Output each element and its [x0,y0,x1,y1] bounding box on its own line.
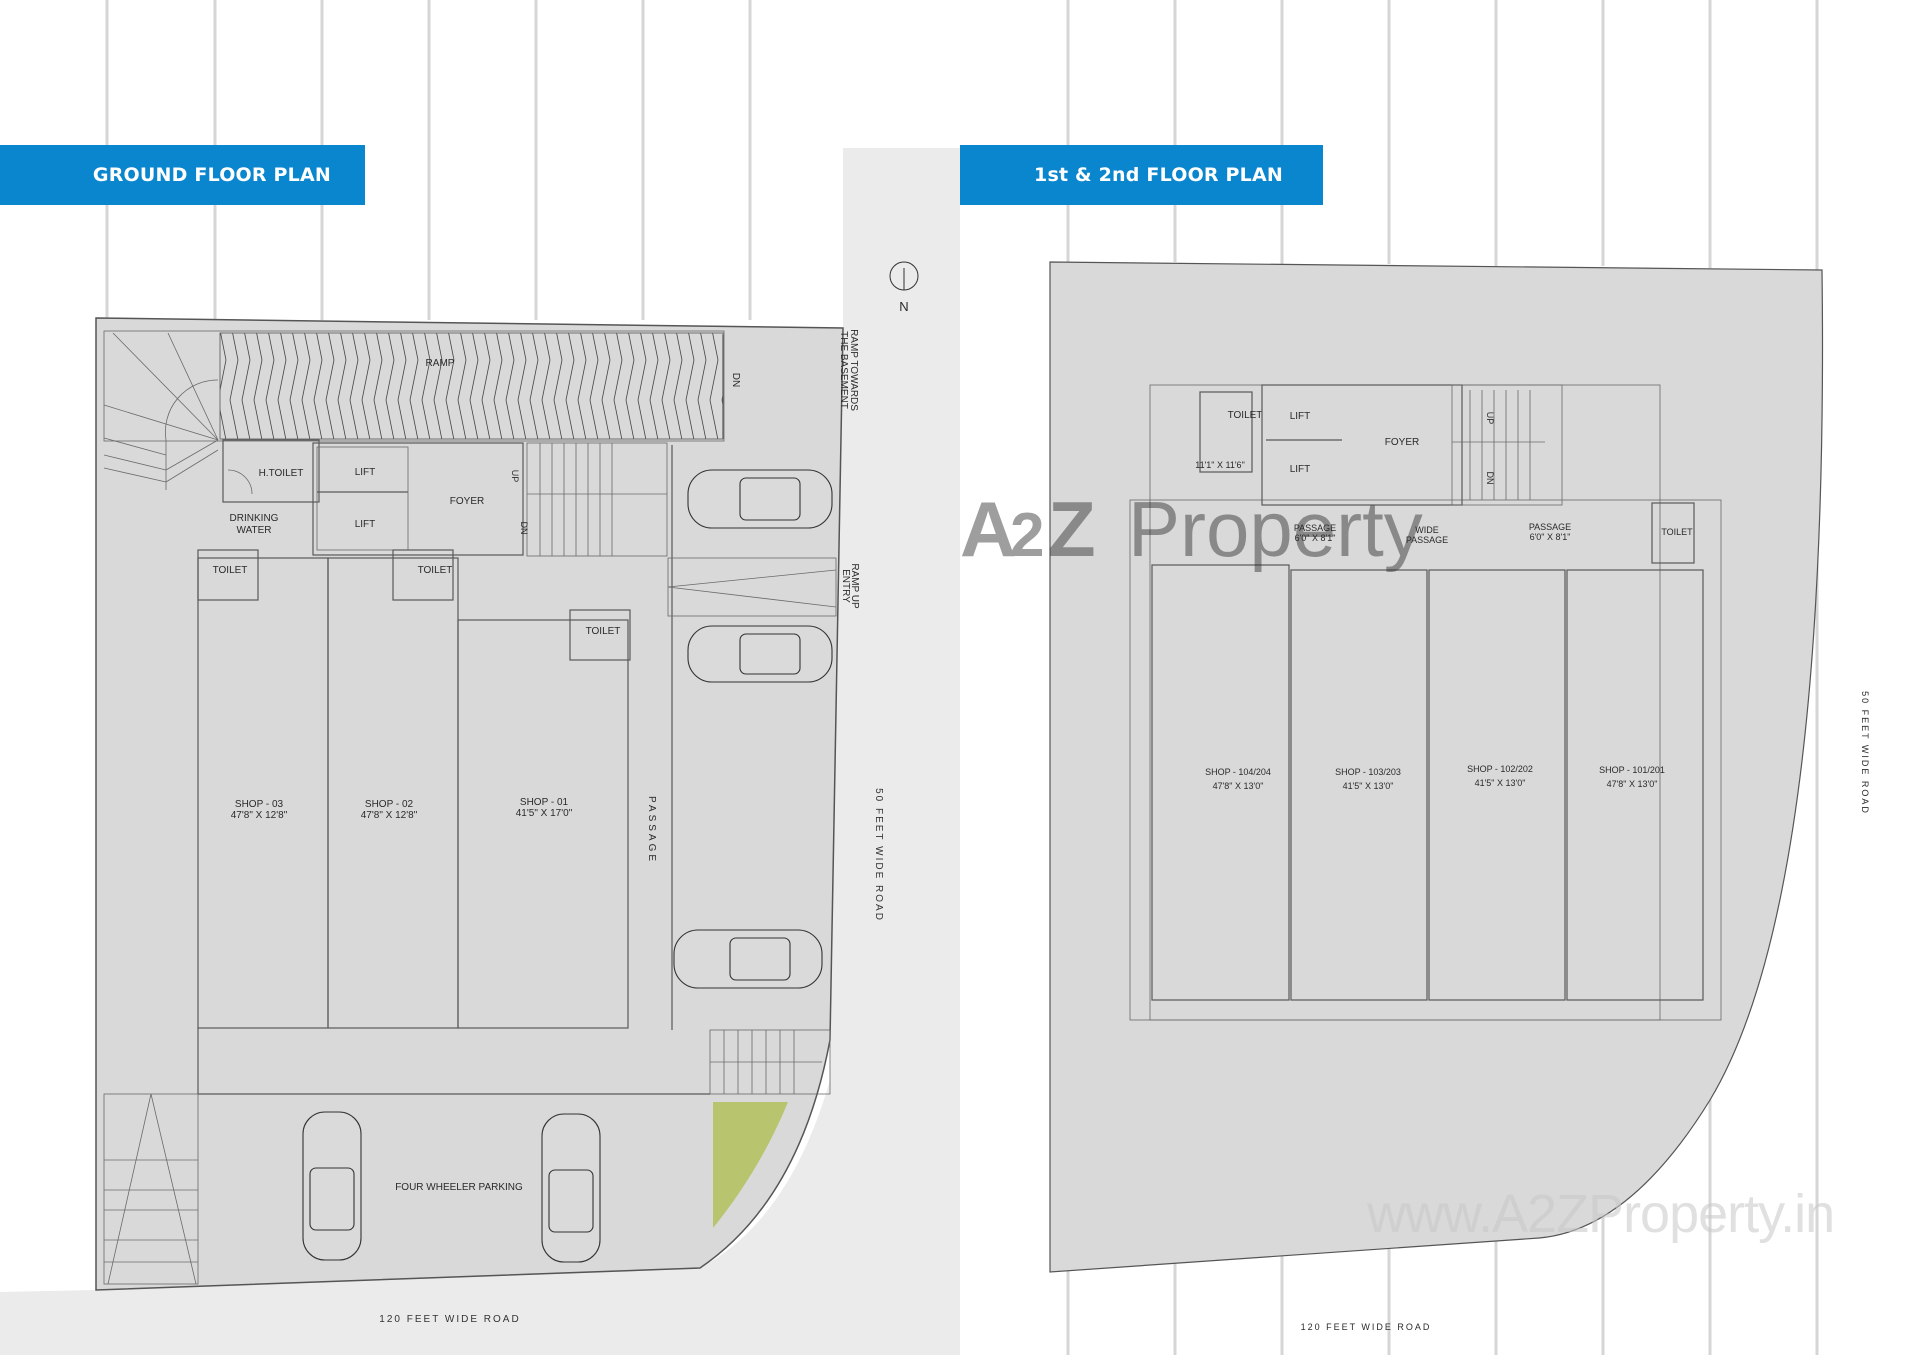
ground-floor-title: GROUND FLOOR PLAN [92,164,331,186]
upper-foyer-label: FOYER [1385,437,1419,448]
road-bottom-label-ground: 120 FEET WIDE ROAD [379,1314,520,1325]
upper-stair-up-label: UP [1485,412,1495,425]
toilet-1-label: TOILET [213,565,248,576]
svg-text:SHOP - 104/204: SHOP - 104/204 [1205,767,1271,777]
upper-staircase [1451,384,1563,506]
upper-lift-1-label: LIFT [1290,411,1311,422]
stair-up-label: UP [510,470,520,483]
road-area [0,148,960,1355]
shop-103-203: SHOP - 103/203 41'5" X 13'0" [1335,767,1401,791]
h-toilet-label: H.TOILET [259,468,304,479]
ramp-hatch [219,332,724,440]
upper-toilet-right-label: TOILET [1661,527,1693,537]
parked-car [541,1113,601,1263]
road-side-label-upper: 50 FEET WIDE ROAD [1860,691,1870,815]
drinking-water-label-2: WATER [237,525,272,536]
passage-right-label-1: PASSAGE [1529,522,1571,532]
svg-text:SHOP - 102/202: SHOP - 102/202 [1467,764,1533,774]
svg-text:2: 2 [1010,501,1044,570]
passage-label: PASSAGE [646,796,657,864]
ground-floor-title-banner: GROUND FLOOR PLAN [0,145,365,205]
upper-floor-outline [1049,261,1824,1273]
svg-text:Property: Property [1128,485,1423,573]
wide-passage-label-2: PASSAGE [1406,535,1448,545]
stair-dn-label: DN [519,522,529,535]
lift-2-label: LIFT [355,519,376,530]
svg-text:SHOP - 103/203: SHOP - 103/203 [1335,767,1401,777]
a2z-logo-watermark: A 2 Z Property [960,485,1423,573]
ramp-up-label-2: ENTRY [840,569,851,603]
url-watermark: www.A2ZProperty.in [1366,1184,1834,1244]
svg-text:Z: Z [1048,485,1096,573]
ramp-label: RAMP [426,358,455,369]
road-bottom-label-upper: 120 FEET WIDE ROAD [1301,1322,1432,1332]
staircase [526,442,668,557]
toilet-2-label: TOILET [418,565,453,576]
svg-text:47'8" X 12'8": 47'8" X 12'8" [231,810,288,821]
upper-stair-dn-label: DN [1485,472,1495,485]
upper-floor-title-banner: 1st & 2nd FLOOR PLAN [960,145,1323,205]
shop-01: SHOP - 01 41'5" X 17'0" [516,797,573,819]
svg-text:41'5" X 17'0": 41'5" X 17'0" [516,808,573,819]
ramp-towards-label-2: THE BASEMENT [838,331,849,409]
svg-text:47'8" X 13'0": 47'8" X 13'0" [1213,781,1264,791]
four-wheeler-parking-label: FOUR WHEELER PARKING [395,1182,523,1193]
ground-floor-outline [95,317,844,1291]
passage-right-label-2: 6'0" X 8'1" [1530,532,1571,542]
upper-room-size-label: 11'1" X 11'6" [1195,460,1245,470]
toilet-3-label: TOILET [586,626,621,637]
parked-car [673,929,823,989]
upper-lift-2-label: LIFT [1290,464,1311,475]
shop-102-202: SHOP - 102/202 41'5" X 13'0" [1467,764,1533,788]
entry-steps [709,1029,831,1095]
shop-02: SHOP - 02 47'8" X 12'8" [361,799,418,821]
drinking-water-label-1: DRINKING [230,513,279,524]
ramp-towards-label-1: RAMP TOWARDS [848,329,859,411]
parked-car [687,625,833,683]
parked-car [687,469,833,529]
upper-floor-plan: TOILET 11'1" X 11'6" LIFT LIFT FOYER UP … [1049,261,1870,1332]
road-side-label-ground: 50 FEET WIDE ROAD [873,788,884,922]
svg-text:47'8" X 12'8": 47'8" X 12'8" [361,810,418,821]
shop-03: SHOP - 03 47'8" X 12'8" [231,799,288,821]
ramp-up-label-1: RAMP UP [849,563,860,609]
foyer-label: FOYER [450,496,484,507]
svg-text:47'8" X 13'0": 47'8" X 13'0" [1607,779,1658,789]
shop-104-204: SHOP - 104/204 47'8" X 13'0" [1205,767,1271,791]
upper-toilet-left-label: TOILET [1228,410,1263,421]
svg-text:SHOP - 01: SHOP - 01 [520,797,569,808]
shop-101-201: SHOP - 101/201 47'8" X 13'0" [1599,765,1665,789]
svg-text:SHOP - 03: SHOP - 03 [235,799,284,810]
background-stripes [105,0,1819,1355]
north-compass-icon [889,261,919,291]
svg-text:41'5" X 13'0": 41'5" X 13'0" [1343,781,1394,791]
svg-text:41'5" X 13'0": 41'5" X 13'0" [1475,778,1526,788]
lower-ramp [103,1093,199,1285]
ground-floor-plan: RAMP DN H.TOILET DRINKING WATER LIFT LIF… [95,261,919,1325]
upper-floor-title: 1st & 2nd FLOOR PLAN [1034,164,1283,186]
lift-1-label: LIFT [355,467,376,478]
passage-left-label-2: 6'0" X 8'1" [1295,533,1336,543]
ramp-corner [103,332,219,490]
passage-left-label-1: PASSAGE [1294,523,1336,533]
ramp-dn-label: DN [730,373,741,387]
wide-passage-label-1: WIDE [1415,525,1439,535]
compass-north-label: N [899,299,908,314]
svg-text:A: A [960,485,1016,573]
svg-text:SHOP - 101/201: SHOP - 101/201 [1599,765,1665,775]
parked-car [302,1111,362,1261]
green-landscape-patch [713,1102,788,1228]
svg-text:SHOP - 02: SHOP - 02 [365,799,414,810]
